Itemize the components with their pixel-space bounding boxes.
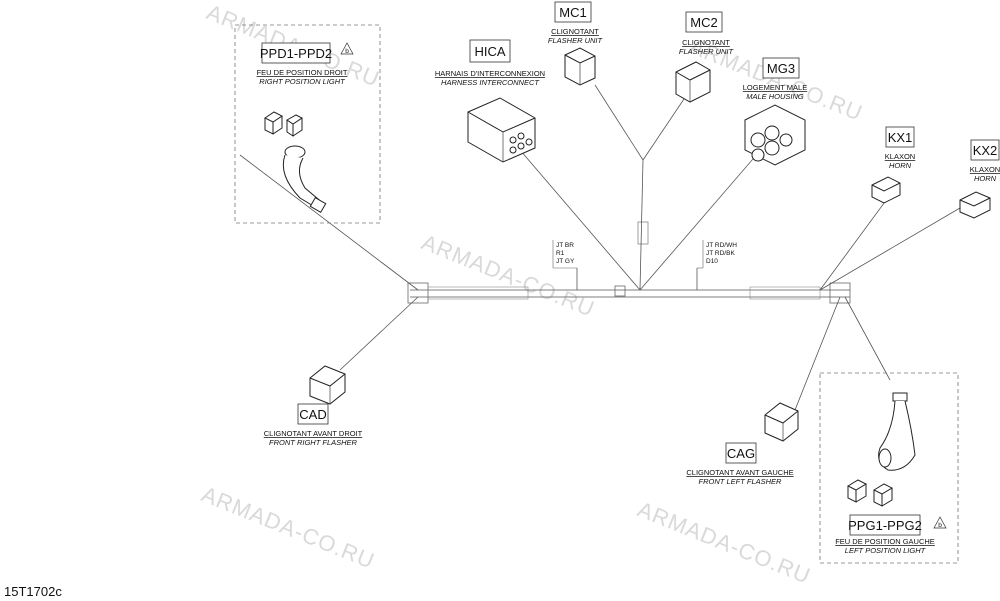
svg-text:KX1: KX1 [888, 130, 913, 145]
label-hica: HICA HARNAIS D'INTERCONNEXION HARNESS IN… [435, 39, 545, 87]
svg-text:LOGEMENT MALE: LOGEMENT MALE [743, 83, 807, 92]
svg-text:MC2: MC2 [690, 15, 717, 30]
wire-tag-1: JT BR R1 JT GY [552, 240, 577, 269]
mc1-flasher-unit[interactable] [564, 47, 596, 86]
wire-tag-2: JT RD/WH JT RD/BK D10 [697, 240, 737, 269]
drawing-reference: 15T1702c [4, 584, 62, 599]
svg-text:b: b [345, 48, 349, 55]
svg-text:KX2: KX2 [973, 143, 998, 158]
svg-text:JT RD/BK: JT RD/BK [706, 250, 735, 257]
label-ppg: PPG1-PPG2 b FEU DE POSITION GAUCHE LEFT … [835, 514, 947, 555]
svg-text:JT BR: JT BR [556, 242, 574, 249]
svg-text:R1: R1 [556, 250, 565, 257]
svg-text:FLASHER UNIT: FLASHER UNIT [548, 36, 604, 45]
svg-text:FEU DE POSITION GAUCHE: FEU DE POSITION GAUCHE [835, 537, 935, 546]
svg-text:FEU DE POSITION DROIT: FEU DE POSITION DROIT [257, 68, 348, 77]
svg-text:PPG1-PPG2: PPG1-PPG2 [848, 518, 922, 533]
svg-text:HORN: HORN [974, 174, 997, 183]
svg-text:MALE HOUSING: MALE HOUSING [746, 92, 804, 101]
code: PPD1-PPD2 [260, 46, 332, 61]
svg-text:JT RD/WH: JT RD/WH [706, 242, 737, 249]
label-cad: CAD CLIGNOTANT AVANT DROIT FRONT RIGHT F… [264, 403, 363, 447]
svg-text:FLASHER UNIT: FLASHER UNIT [679, 47, 735, 56]
mg3-male-housing[interactable] [744, 104, 806, 166]
kx1-horn-connector[interactable] [871, 176, 901, 204]
svg-text:CLIGNOTANT: CLIGNOTANT [551, 27, 599, 36]
svg-text:JT GY: JT GY [556, 258, 575, 265]
ppd-part[interactable] [264, 111, 327, 214]
svg-text:KLAXON: KLAXON [970, 165, 1000, 174]
cad-flasher-connector[interactable] [309, 365, 346, 405]
svg-text:KLAXON: KLAXON [885, 152, 915, 161]
svg-text:CLIGNOTANT AVANT DROIT: CLIGNOTANT AVANT DROIT [264, 429, 363, 438]
label-kx2: KX2 KLAXON HORN [970, 139, 1000, 183]
svg-text:HICA: HICA [474, 44, 505, 59]
ppd-group-box [234, 24, 381, 224]
label-kx1: KX1 KLAXON HORN [885, 126, 915, 170]
branch-wires [239, 84, 961, 411]
svg-text:LEFT POSITION LIGHT: LEFT POSITION LIGHT [845, 546, 927, 555]
label-cag: CAG CLIGNOTANT AVANT GAUCHE FRONT LEFT F… [686, 442, 794, 486]
svg-text:HORN: HORN [889, 161, 912, 170]
mc2-flasher-unit[interactable] [675, 61, 711, 103]
watermark: ARMADA-CO.RU [634, 496, 814, 588]
ppg-part[interactable] [846, 392, 916, 507]
ppg-group-box [819, 372, 959, 564]
label-ppd: PPD1-PPD2 b FEU DE POSITION DROIT RIGHT … [257, 42, 354, 86]
svg-text:CAG: CAG [727, 446, 755, 461]
svg-text:CAD: CAD [299, 407, 326, 422]
label-mc2: MC2 CLIGNOTANT FLASHER UNIT [679, 11, 735, 56]
cag-flasher-connector[interactable] [764, 402, 799, 442]
svg-text:D10: D10 [706, 258, 718, 265]
label-mc1: MC1 CLIGNOTANT FLASHER UNIT [548, 1, 604, 45]
svg-text:MC1: MC1 [559, 5, 586, 20]
watermark: ARMADA-CO.RU [198, 481, 378, 573]
svg-text:FRONT RIGHT FLASHER: FRONT RIGHT FLASHER [269, 438, 358, 447]
hica-connector[interactable] [467, 97, 536, 163]
svg-text:RIGHT POSITION LIGHT: RIGHT POSITION LIGHT [259, 77, 346, 86]
svg-text:HARNESS INTERCONNECT: HARNESS INTERCONNECT [441, 78, 540, 87]
svg-text:FRONT LEFT FLASHER: FRONT LEFT FLASHER [699, 477, 783, 486]
svg-text:b: b [938, 522, 942, 529]
svg-text:MG3: MG3 [767, 61, 795, 76]
svg-text:CLIGNOTANT: CLIGNOTANT [682, 38, 730, 47]
harness-trunk [407, 221, 851, 304]
svg-text:CLIGNOTANT AVANT GAUCHE: CLIGNOTANT AVANT GAUCHE [686, 468, 793, 477]
label-mg3: MG3 LOGEMENT MALE MALE HOUSING [743, 57, 807, 101]
kx2-horn-connector[interactable] [959, 191, 991, 219]
svg-text:HARNAIS D'INTERCONNEXION: HARNAIS D'INTERCONNEXION [435, 69, 545, 78]
